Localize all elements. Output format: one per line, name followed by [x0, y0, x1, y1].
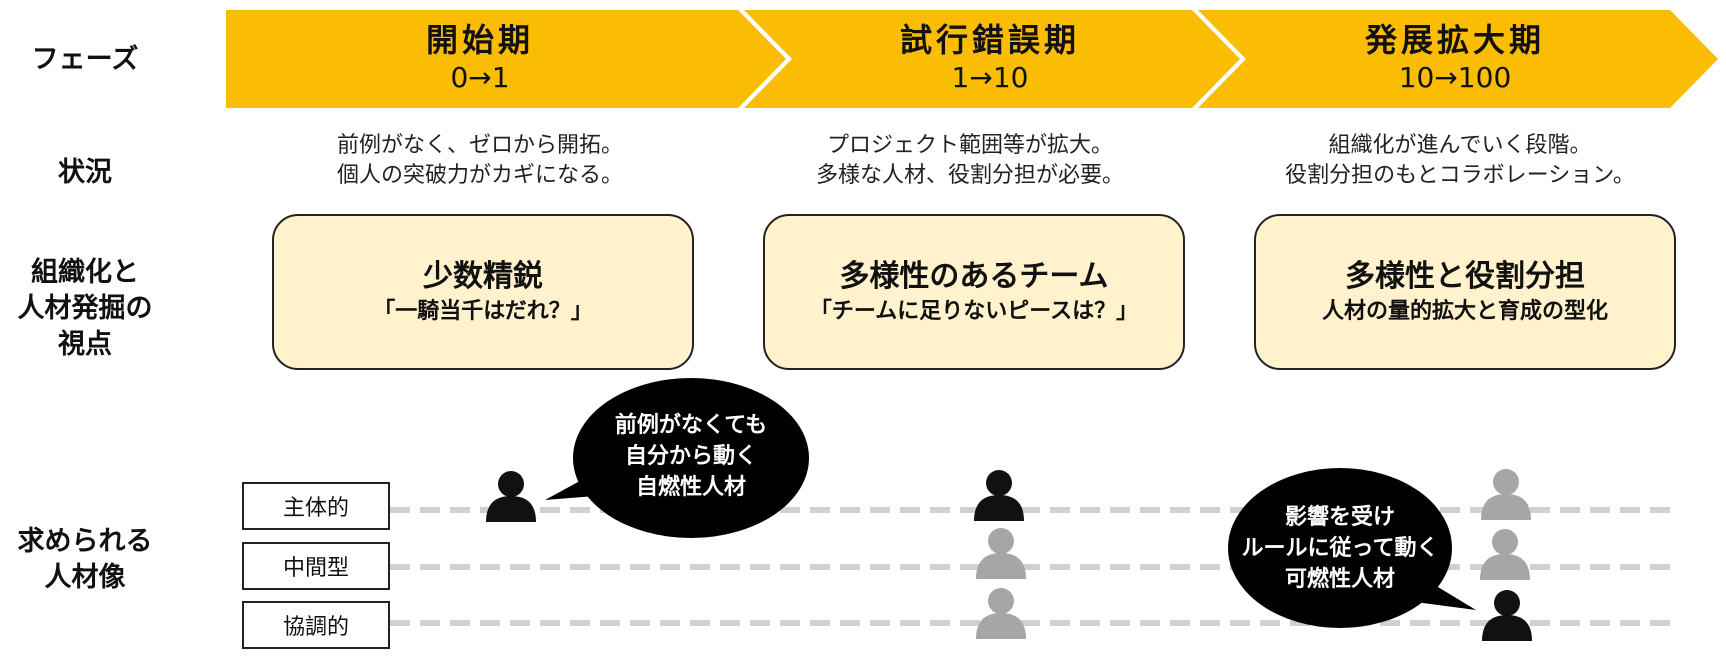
row-label-situation: 状況 [58, 157, 112, 188]
org-box-phase-3: 多様性と役割分担 人材の量的拡大と育成の型化 [1254, 214, 1676, 370]
org-box-phase-1-subtitle: 「一騎当千はだれ？」 [373, 299, 593, 324]
situation-phase-1-line-1: 前例がなく、ゼロから開拓。 [336, 133, 623, 158]
person-icon-phase-3-cooperative [1482, 590, 1532, 641]
speech-bubble-right-text: 影響を受け ルールに従って動く 可燃性人材 [1241, 505, 1439, 592]
speech-bubble-right [1228, 468, 1476, 628]
row-label-org-perspective: 組織化と 人材発掘の 視点 [17, 257, 153, 360]
situation-phase-2-line-1: プロジェクト範囲等が拡大。 [826, 133, 1113, 158]
person-icon-phase-1-proactive [486, 471, 536, 522]
person-icon-phase-3-middle [1480, 529, 1530, 580]
phase-3-range: 10→100 [1398, 61, 1512, 94]
phase-3-label: 発展拡大期 10→100 [1325, 20, 1585, 96]
phase-arrow-2 [744, 10, 1240, 108]
phase-arrow-1 [226, 10, 786, 108]
row-label-phase: フェーズ [31, 44, 139, 75]
phase-3-title: 発展拡大期 [1364, 21, 1545, 59]
phase-banner [226, 10, 1718, 108]
situation-phase-3-line-1: 組織化が進んでいく段階。 [1328, 133, 1592, 158]
row-label-talent: 求められる 人材像 [17, 526, 153, 593]
person-icon-phase-2-middle [976, 528, 1026, 579]
person-icon-phase-3-proactive [1481, 469, 1531, 520]
situation-phase-1-line-2: 個人の突破力がカギになる。 [336, 163, 623, 188]
org-box-phase-3-title: 多様性と役割分担 [1345, 259, 1585, 294]
org-box-phase-3-subtitle: 人材の量的拡大と育成の型化 [1321, 299, 1608, 324]
situation-phase-2: プロジェクト範囲等が拡大。 多様な人材、役割分担が必要。 [760, 131, 1180, 191]
person-icon-phase-2-proactive [974, 470, 1024, 521]
phase-1-range: 0→1 [450, 61, 510, 94]
phase-2-range: 1→10 [951, 61, 1029, 94]
situation-phase-3: 組織化が進んでいく段階。 役割分担のもとコラボレーション。 [1230, 131, 1690, 191]
talent-type-cooperative: 協調的 [242, 601, 390, 649]
phase-1-title: 開始期 [425, 21, 534, 59]
phase-arrow-3 [1198, 10, 1718, 108]
org-box-phase-2-subtitle: 「チームに足りないピースは？」 [809, 299, 1139, 324]
situation-phase-3-line-2: 役割分担のもとコラボレーション。 [1285, 163, 1635, 188]
situation-phase-1: 前例がなく、ゼロから開拓。 個人の突破力がカギになる。 [270, 131, 690, 191]
org-box-phase-2: 多様性のあるチーム 「チームに足りないピースは？」 [763, 214, 1185, 370]
speech-bubble-left [545, 378, 809, 538]
phase-2-title: 試行錯誤期 [899, 21, 1080, 59]
talent-type-middle: 中間型 [242, 542, 390, 590]
person-icon-phase-2-cooperative [976, 588, 1026, 639]
phase-2-label: 試行錯誤期 1→10 [860, 20, 1120, 96]
org-box-phase-1: 少数精鋭 「一騎当千はだれ？」 [272, 214, 694, 370]
speech-bubble-left-text: 前例がなくても 自分から動く 自燃性人材 [614, 413, 768, 500]
situation-phase-2-line-2: 多様な人材、役割分担が必要。 [815, 163, 1124, 188]
org-box-phase-2-title: 多様性のあるチーム [839, 259, 1109, 294]
talent-type-proactive: 主体的 [242, 482, 390, 530]
org-box-phase-1-title: 少数精鋭 [423, 259, 543, 294]
phase-1-label: 開始期 0→1 [350, 20, 610, 96]
